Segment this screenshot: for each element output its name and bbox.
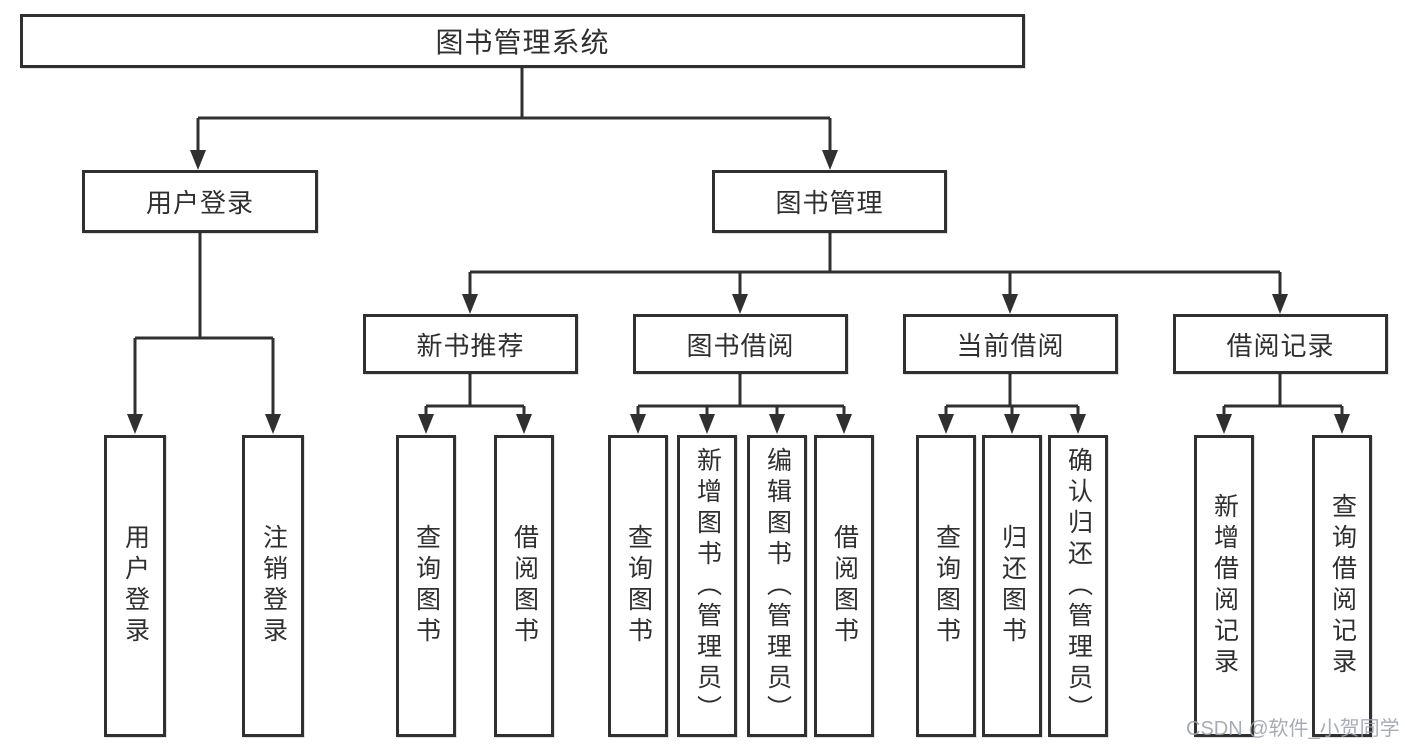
leaf-newrec-query-books-label: 查询图书 [412, 524, 441, 648]
arrowhead [462, 294, 478, 314]
connector-new-book-recommendation [424, 374, 526, 416]
leaf-records-add-borrow-record-label: 新增借阅记录 [1210, 493, 1239, 679]
arrowhead [769, 414, 785, 434]
node-borrowing-records: 借阅记录 [1173, 314, 1388, 374]
leaf-current-confirm-return-admin: 确认归还（管理员） [1048, 435, 1108, 737]
arrowhead [516, 414, 532, 434]
node-root-label: 图书管理系统 [435, 27, 610, 58]
leaf-current-query-books: 查询图书 [916, 435, 976, 737]
leaf-user-login: 用户登录 [104, 435, 166, 737]
arrowhead [1334, 414, 1350, 434]
connector-current-borrowing [944, 374, 1080, 416]
node-book-borrowing: 图书借阅 [633, 314, 848, 374]
arrowhead [1070, 414, 1086, 434]
node-current-borrowing: 当前借阅 [903, 314, 1118, 374]
node-user-login: 用户登录 [82, 170, 318, 233]
connector-book-borrowing [636, 374, 846, 416]
arrowhead [699, 414, 715, 434]
node-root: 图书管理系统 [20, 14, 1025, 68]
arrowhead [1002, 294, 1018, 314]
connector-user-login [133, 233, 275, 416]
arrowhead [265, 414, 281, 434]
arrowhead [630, 414, 646, 434]
leaf-logout: 注销登录 [242, 435, 304, 737]
leaf-records-add-borrow-record: 新增借阅记录 [1194, 435, 1254, 737]
leaf-newrec-borrow-books-label: 借阅图书 [510, 524, 539, 648]
arrowhead [127, 414, 143, 434]
leaf-records-query-borrow-record-label: 查询借阅记录 [1328, 493, 1357, 679]
leaf-borrow-query-books: 查询图书 [608, 435, 668, 737]
leaf-borrow-add-books-admin-label: 新增图书（管理员） [693, 446, 722, 726]
leaf-current-confirm-return-admin-label: 确认归还（管理员） [1064, 446, 1093, 726]
leaf-user-login-label: 用户登录 [121, 524, 150, 648]
connector-borrowing-records [1222, 374, 1344, 416]
node-new-book-recommendation: 新书推荐 [363, 314, 578, 374]
arrowhead [938, 414, 954, 434]
leaf-borrow-add-books-admin: 新增图书（管理员） [677, 435, 737, 737]
connector-root [196, 68, 832, 152]
arrowhead [732, 294, 748, 314]
node-current-borrowing-label: 当前借阅 [956, 330, 1065, 361]
arrowhead [1272, 294, 1288, 314]
node-book-borrowing-label: 图书借阅 [686, 330, 795, 361]
arrowhead [822, 150, 838, 170]
leaf-logout-label: 注销登录 [259, 524, 288, 648]
arrowhead [1004, 414, 1020, 434]
watermark-text: CSDN @软件_小贺同学 [1186, 718, 1400, 740]
leaf-newrec-query-books: 查询图书 [396, 435, 456, 737]
arrowhead [418, 414, 434, 434]
leaf-borrow-borrow-books: 借阅图书 [814, 435, 874, 737]
arrowhead [836, 414, 852, 434]
node-book-management: 图书管理 [712, 170, 947, 233]
node-new-book-recommendation-label: 新书推荐 [416, 330, 525, 361]
arrowhead [190, 150, 206, 170]
arrowhead [1216, 414, 1232, 434]
leaf-borrow-edit-books-admin-label: 编辑图书（管理员） [763, 446, 792, 726]
node-user-login-label: 用户登录 [145, 188, 254, 218]
leaf-newrec-borrow-books: 借阅图书 [494, 435, 554, 737]
leaf-borrow-edit-books-admin: 编辑图书（管理员） [747, 435, 807, 737]
node-borrowing-records-label: 借阅记录 [1226, 330, 1335, 361]
leaf-borrow-query-books-label: 查询图书 [624, 524, 653, 648]
node-book-management-label: 图书管理 [775, 188, 884, 218]
leaf-current-return-books-label: 归还图书 [998, 524, 1027, 648]
leaf-records-query-borrow-record: 查询借阅记录 [1312, 435, 1372, 737]
connector-book-management [468, 233, 1282, 296]
leaf-borrow-borrow-books-label: 借阅图书 [830, 524, 859, 648]
leaf-current-return-books: 归还图书 [982, 435, 1042, 737]
leaf-current-query-books-label: 查询图书 [932, 524, 961, 648]
